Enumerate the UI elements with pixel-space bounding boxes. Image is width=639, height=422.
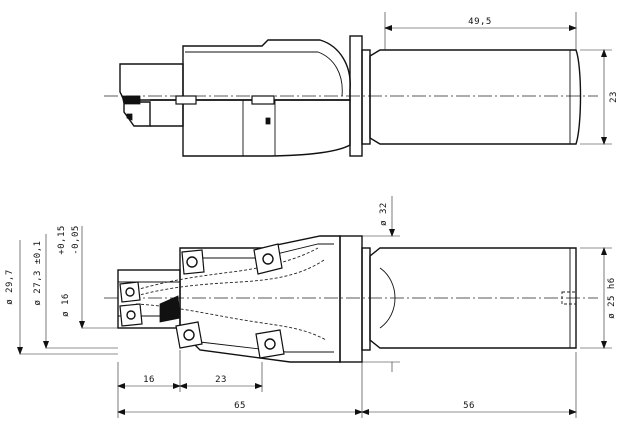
bottom-view bbox=[104, 235, 598, 363]
insert-lower-right bbox=[255, 329, 285, 359]
insert-upper-left bbox=[181, 249, 205, 275]
dim-23: 23 bbox=[215, 375, 227, 385]
insert-nose-bottom bbox=[119, 303, 143, 327]
dim-tol-upper: +0,15 bbox=[57, 225, 67, 255]
dimension-lines bbox=[17, 12, 612, 418]
dim-23-vertical: 23 bbox=[609, 91, 619, 103]
top-view bbox=[104, 35, 598, 157]
dim-65: 65 bbox=[234, 401, 246, 411]
dim-56: 56 bbox=[463, 401, 475, 411]
dim-dia-27-3: ø 27,3 ±0,1 bbox=[33, 240, 43, 305]
insert-upper-right bbox=[253, 243, 283, 275]
dim-dia-32: ø 32 bbox=[379, 202, 389, 226]
dim-dia-25-h6: ø 25 h6 bbox=[607, 277, 617, 318]
insert-lower-left bbox=[175, 321, 203, 349]
dim-16: 16 bbox=[143, 375, 155, 385]
dimension-labels: 49,5 23 ø 32 ø 25 h6 ø 29,7 ø 27,3 ±0,1 … bbox=[5, 17, 619, 411]
dim-tol-lower: -0,05 bbox=[71, 225, 81, 255]
insert-nose-top bbox=[119, 281, 141, 303]
dim-dia-16: ø 16 bbox=[61, 293, 71, 317]
dim-49-5: 49,5 bbox=[468, 17, 492, 27]
dim-dia-29-7: ø 29,7 bbox=[5, 269, 15, 305]
